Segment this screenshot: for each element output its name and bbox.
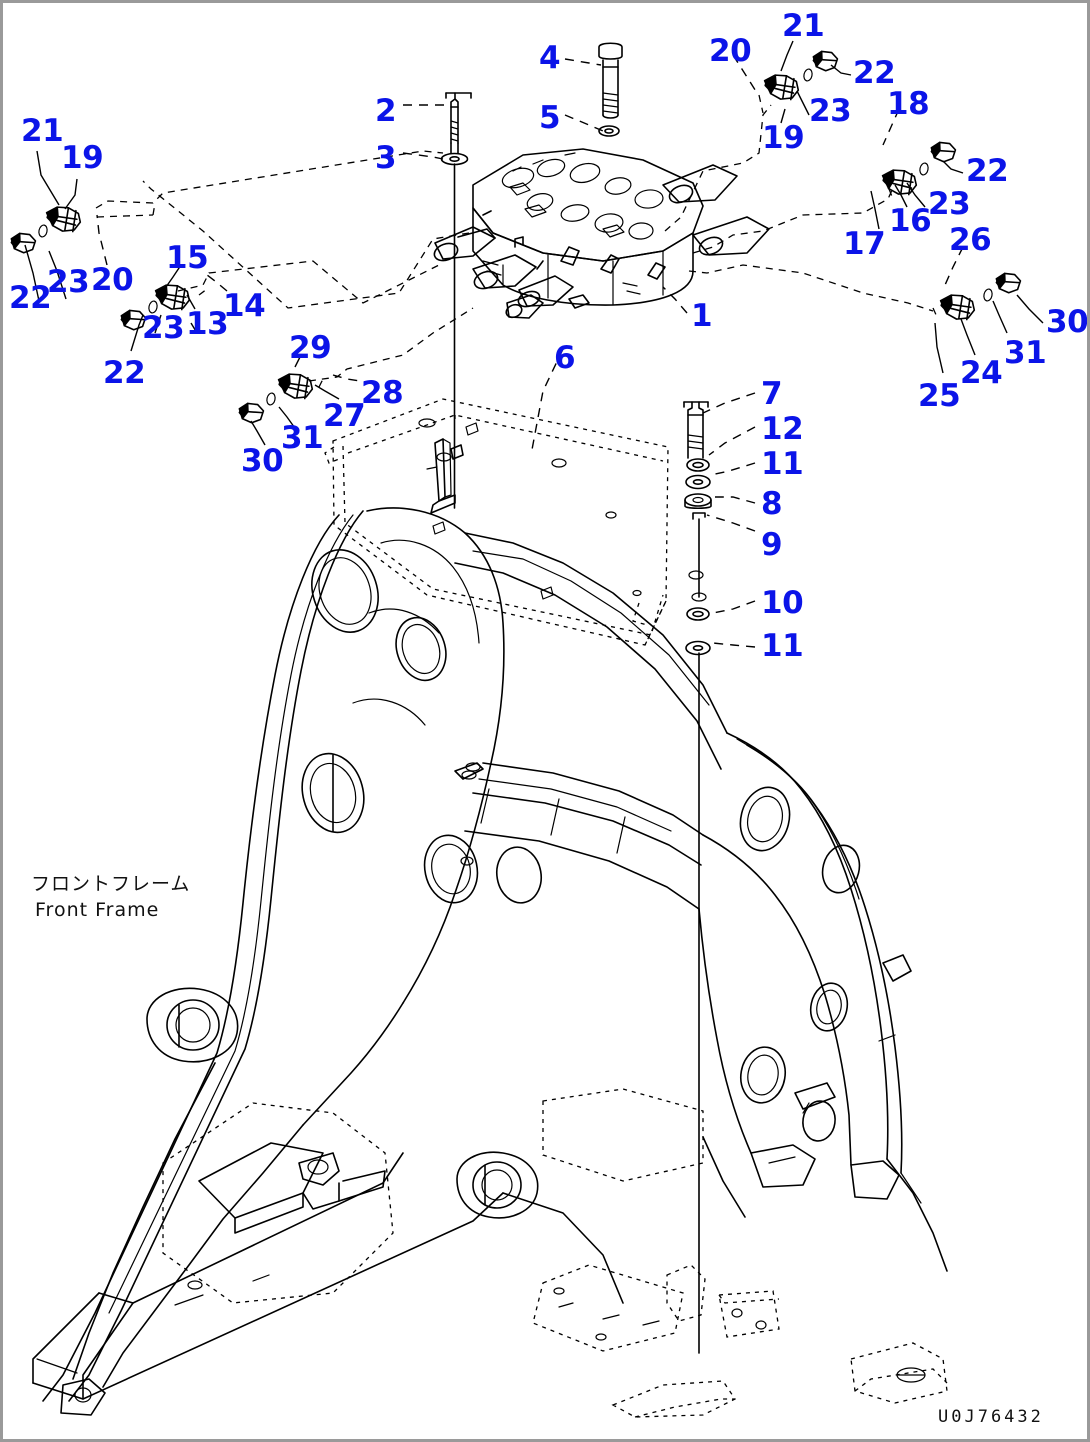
front-frame-label-en: Front Frame xyxy=(35,899,160,921)
callout-21-top-right[interactable]: 21 xyxy=(782,8,825,44)
leader-lines xyxy=(24,40,1044,648)
part-11-washer-upper xyxy=(685,474,711,490)
fitting-29-left xyxy=(274,369,316,403)
callout-30-right[interactable]: 30 xyxy=(1046,304,1089,340)
callout-12[interactable]: 12 xyxy=(761,411,804,447)
fitting-30-right xyxy=(993,270,1023,296)
callout-9[interactable]: 9 xyxy=(761,527,783,563)
callout-17[interactable]: 17 xyxy=(843,226,886,262)
fitting-30-left xyxy=(236,400,266,426)
callout-20-left[interactable]: 20 xyxy=(91,262,134,298)
part-5-oring xyxy=(598,125,620,137)
callout-23-mid[interactable]: 23 xyxy=(142,310,185,346)
loose-parts-bottom xyxy=(611,1264,948,1418)
callout-29[interactable]: 29 xyxy=(289,330,332,366)
callout-19-top-right[interactable]: 19 xyxy=(762,120,805,156)
drawing-number: U0J76432 xyxy=(938,1407,1044,1427)
callout-6[interactable]: 6 xyxy=(554,340,576,376)
part-8-spacer xyxy=(684,493,712,510)
part-6-mounting-plate xyxy=(324,398,704,646)
callout-22-top-right[interactable]: 22 xyxy=(853,55,896,91)
callout-1[interactable]: 1 xyxy=(691,298,713,334)
callout-5[interactable]: 5 xyxy=(539,100,561,136)
part-9-rod xyxy=(691,512,707,602)
part-1-control-valve-assembly xyxy=(433,148,770,319)
callout-14[interactable]: 14 xyxy=(223,288,266,324)
callout-16[interactable]: 16 xyxy=(889,203,932,239)
callout-23-right[interactable]: 23 xyxy=(928,186,971,222)
callout-18[interactable]: 18 xyxy=(887,86,930,122)
fitting-22-right-top xyxy=(810,48,840,74)
hose-route-19-20 xyxy=(96,214,154,218)
fitting-22-right-mid xyxy=(928,139,958,165)
callout-21-left[interactable]: 21 xyxy=(21,113,64,149)
part-3-washer-left xyxy=(440,152,469,166)
callout-24[interactable]: 24 xyxy=(960,355,1003,391)
part-2-bolt-left xyxy=(445,92,472,154)
callout-22-left[interactable]: 22 xyxy=(9,280,52,316)
callout-15[interactable]: 15 xyxy=(166,240,209,276)
callout-10[interactable]: 10 xyxy=(761,585,804,621)
callout-2[interactable]: 2 xyxy=(375,93,397,129)
oring-23-right-top xyxy=(803,68,813,82)
callout-19-left[interactable]: 19 xyxy=(61,140,104,176)
callout-31-right[interactable]: 31 xyxy=(1004,335,1047,371)
part-4-bolt xyxy=(598,42,623,119)
callout-11-upper[interactable]: 11 xyxy=(761,446,804,482)
front-frame-structure xyxy=(32,507,948,1416)
callout-3[interactable]: 3 xyxy=(375,140,397,176)
callout-13[interactable]: 13 xyxy=(186,306,229,342)
callout-8[interactable]: 8 xyxy=(761,486,783,522)
callout-23-top-right[interactable]: 23 xyxy=(809,93,852,129)
front-frame-label-jp: フロントフレーム xyxy=(31,873,191,895)
callout-22-right[interactable]: 22 xyxy=(966,153,1009,189)
fitting-19-left xyxy=(42,202,84,236)
fitting-26-right xyxy=(936,290,978,324)
fitting-19-right xyxy=(760,70,802,104)
callout-27[interactable]: 27 xyxy=(323,398,366,434)
callout-22-mid[interactable]: 22 xyxy=(103,355,146,391)
oring-31-right xyxy=(983,288,993,302)
callout-28[interactable]: 28 xyxy=(361,375,404,411)
oring-23-right-mid xyxy=(919,162,929,176)
callout-30-left[interactable]: 30 xyxy=(241,443,284,479)
callout-26[interactable]: 26 xyxy=(949,222,992,258)
callout-11-lower[interactable]: 11 xyxy=(761,628,804,664)
technical-line-drawing: .ln{fill:none;stroke:#000;stroke-width:1… xyxy=(8,40,1044,1418)
callout-31-left[interactable]: 31 xyxy=(281,420,324,456)
oring-23-mid xyxy=(148,300,158,314)
oring-23-left xyxy=(38,224,48,238)
part-10-washer xyxy=(686,607,710,621)
part-11-washer-lower xyxy=(685,640,711,656)
callout-25[interactable]: 25 xyxy=(918,378,961,414)
part-12-washer xyxy=(686,458,710,472)
part-7-bolt xyxy=(683,401,709,459)
callout-20-top-right[interactable]: 20 xyxy=(709,33,752,69)
callout-23-left[interactable]: 23 xyxy=(47,264,90,300)
callout-7[interactable]: 7 xyxy=(761,376,783,412)
oring-31-left xyxy=(266,392,276,406)
callout-4[interactable]: 4 xyxy=(539,40,561,76)
fitting-22-left xyxy=(8,230,38,256)
